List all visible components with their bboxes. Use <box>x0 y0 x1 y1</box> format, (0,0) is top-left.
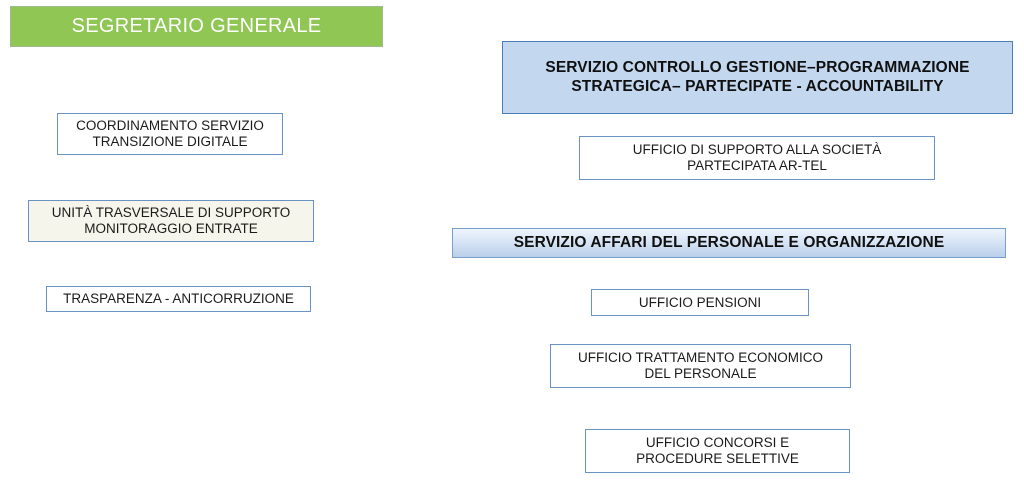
org-node-coordinamento-servizio-transizione-digitale: COORDINAMENTO SERVIZIO TRANSIZIONE DIGIT… <box>57 113 283 155</box>
org-node-ufficio-trattamento-economico-personale: UFFICIO TRATTAMENTO ECONOMICO DEL PERSON… <box>550 344 851 388</box>
org-node-label: SERVIZIO AFFARI DEL PERSONALE E ORGANIZZ… <box>513 233 945 251</box>
org-node-label: UFFICIO PENSIONI <box>638 294 762 310</box>
org-node-ufficio-concorsi-procedure-selettive: UFFICIO CONCORSI E PROCEDURE SELETTIVE <box>585 429 850 473</box>
org-node-servizio-affari-personale-organizzazione: SERVIZIO AFFARI DEL PERSONALE E ORGANIZZ… <box>452 228 1006 258</box>
org-node-label: UNITÀ TRASVERSALE DI SUPPORTO MONITORAGG… <box>51 205 291 236</box>
org-node-trasparenza-anticorruzione: TRASPARENZA - ANTICORRUZIONE <box>46 286 311 312</box>
org-node-unita-trasversale-supporto-monitoraggio-entrate: UNITÀ TRASVERSALE DI SUPPORTO MONITORAGG… <box>28 200 314 242</box>
org-node-segretario-generale: SEGRETARIO GENERALE <box>10 6 383 47</box>
org-node-servizio-controllo-gestione: SERVIZIO CONTROLLO GESTIONE–PROGRAMMAZIO… <box>502 41 1013 114</box>
org-node-ufficio-pensioni: UFFICIO PENSIONI <box>591 289 809 316</box>
org-node-label: UFFICIO TRATTAMENTO ECONOMICO DEL PERSON… <box>578 350 823 381</box>
org-node-label: COORDINAMENTO SERVIZIO TRANSIZIONE DIGIT… <box>76 118 264 149</box>
org-node-ufficio-supporto-societa-partecipata-artel: UFFICIO DI SUPPORTO ALLA SOCIETÀ PARTECI… <box>579 136 935 180</box>
org-node-label: SEGRETARIO GENERALE <box>71 14 322 37</box>
org-node-label: UFFICIO CONCORSI E PROCEDURE SELETTIVE <box>636 435 799 466</box>
org-node-label: SERVIZIO CONTROLLO GESTIONE–PROGRAMMAZIO… <box>545 59 970 95</box>
org-node-label: TRASPARENZA - ANTICORRUZIONE <box>63 291 294 307</box>
org-node-label: UFFICIO DI SUPPORTO ALLA SOCIETÀ PARTECI… <box>632 142 882 173</box>
